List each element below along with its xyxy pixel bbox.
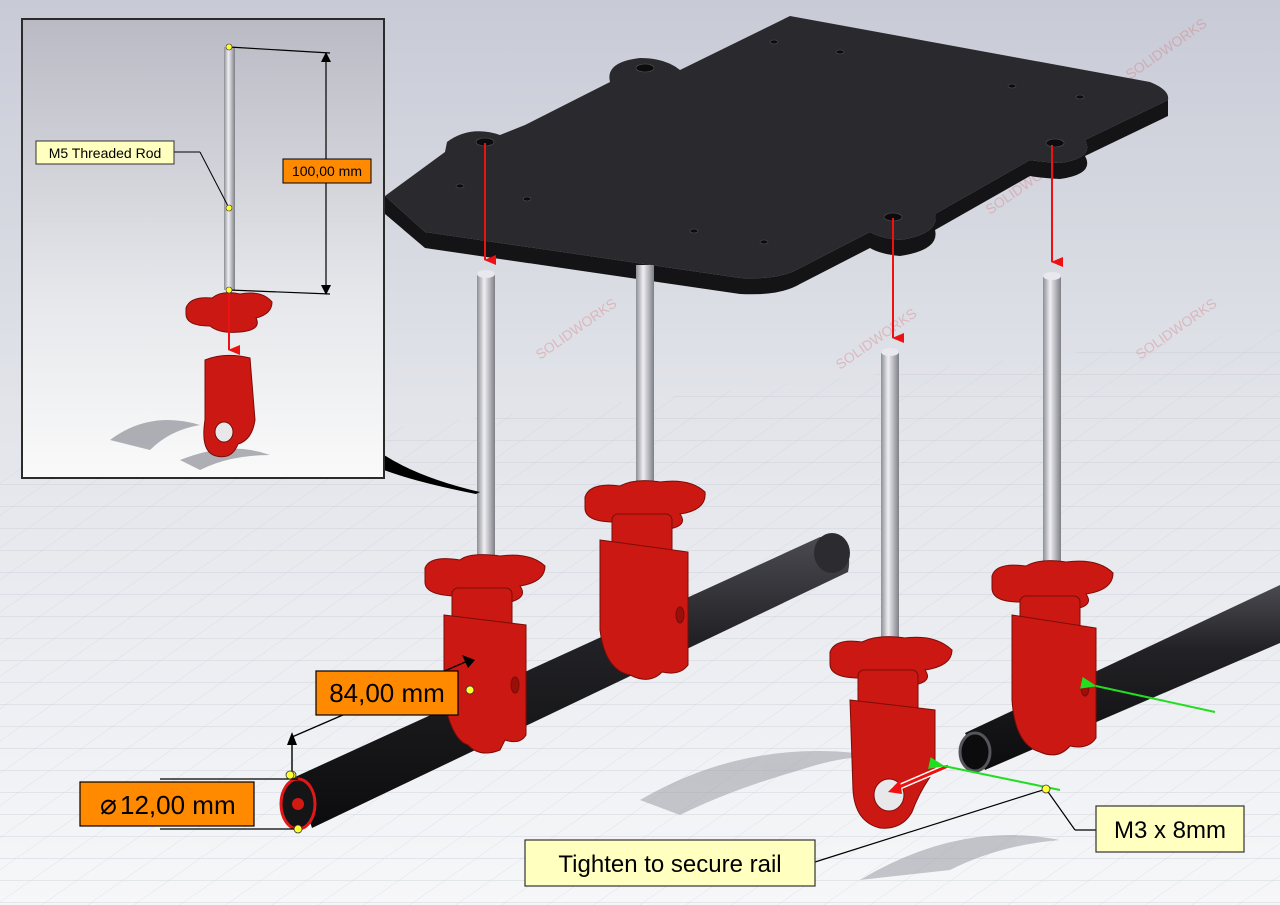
instruction-callout: Tighten to secure rail bbox=[524, 784, 1051, 887]
diameter-icon: ⌀ bbox=[100, 789, 117, 820]
top-plate bbox=[385, 16, 1169, 295]
clamp bbox=[584, 480, 706, 680]
instruction-label: Tighten to secure rail bbox=[558, 851, 781, 878]
rail-diameter-dimension: ⌀ 12,00 mm bbox=[79, 770, 303, 834]
clamp-spacing-value: 84,00 mm bbox=[329, 678, 445, 708]
anchor-dot-icon bbox=[225, 204, 233, 212]
anchor-dot-icon bbox=[225, 43, 233, 51]
rail-clamps bbox=[424, 480, 1114, 829]
anchor-dot-icon bbox=[285, 770, 295, 780]
screw-spec-callout: M3 x 8mm bbox=[1045, 788, 1245, 853]
screw-insert-arrows bbox=[928, 676, 1216, 791]
anchor-dot-icon bbox=[1041, 784, 1051, 794]
clamp-spacing-dimension: 84,00 mm bbox=[287, 655, 475, 780]
clamp bbox=[991, 560, 1114, 756]
rod-length-dimension: 100,00 mm bbox=[292, 163, 362, 179]
rod-name-callout: M5 Threaded Rod bbox=[49, 145, 162, 161]
arrow-green bbox=[1080, 676, 1216, 713]
screw-arrow bbox=[888, 763, 950, 794]
anchor-dot-icon bbox=[225, 286, 233, 294]
clamp bbox=[829, 636, 953, 829]
arrow-green bbox=[928, 757, 1061, 791]
rail-left bbox=[295, 533, 850, 828]
screw-spec-label: M3 x 8mm bbox=[1114, 817, 1226, 844]
rail-end bbox=[279, 777, 317, 831]
detail-inset: 100,00 mm M5 Threaded Rod bbox=[21, 18, 480, 494]
clamp bbox=[424, 554, 546, 754]
floor-shadows bbox=[640, 751, 1060, 880]
anchor-dot-icon bbox=[465, 685, 475, 695]
assembly-arrows bbox=[484, 143, 1063, 343]
anchor-dot-icon bbox=[293, 824, 303, 834]
rail-diameter-value: 12,00 mm bbox=[120, 790, 236, 820]
threaded-rods bbox=[477, 265, 1061, 651]
